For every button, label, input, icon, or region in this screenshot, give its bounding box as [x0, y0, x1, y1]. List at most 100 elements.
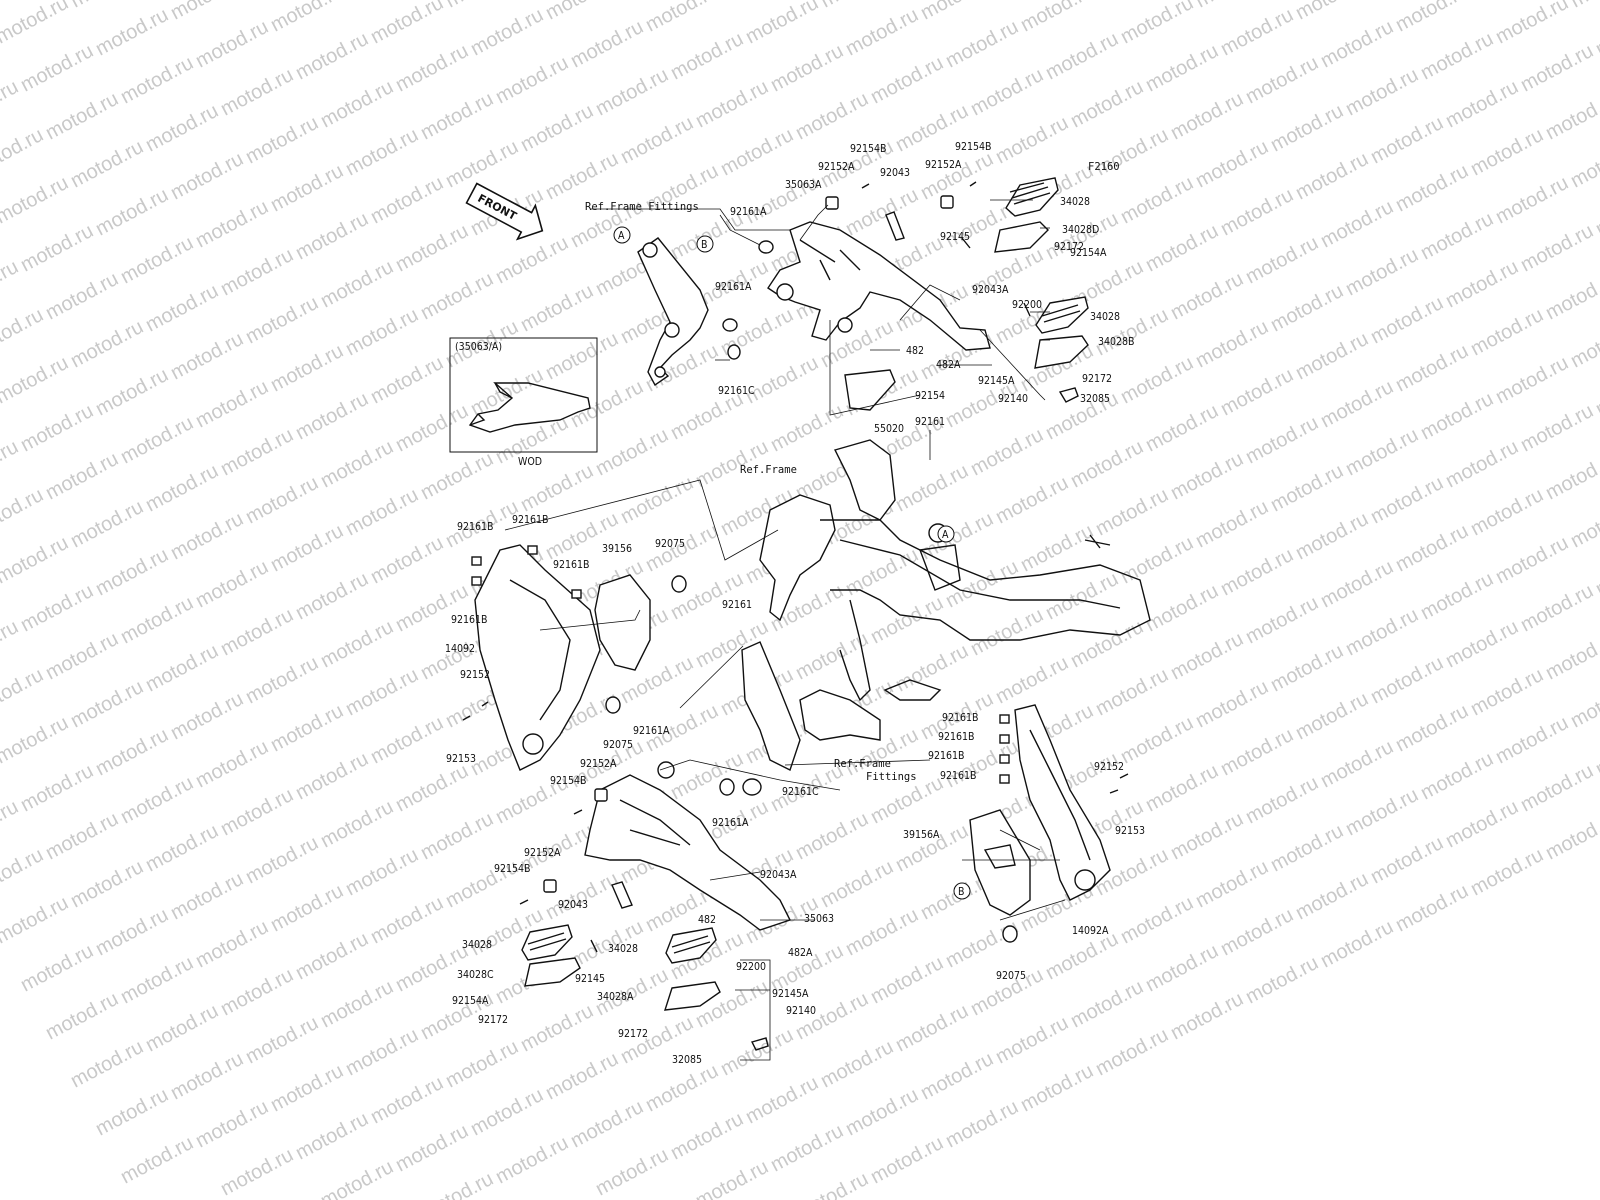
watermark-text: motod.ru — [267, 0, 347, 36]
watermark-text: motod.ru — [1117, 172, 1197, 228]
watermark-text: motod.ru — [67, 316, 147, 372]
watermark-text: motod.ru — [417, 88, 497, 144]
watermark-text: motod.ru — [517, 460, 597, 516]
watermark-text: motod.ru — [1042, 568, 1122, 624]
watermark-text: motod.ru — [917, 1048, 997, 1104]
watermark-text: motod.ru — [1292, 508, 1372, 564]
part-label: 92152A — [524, 847, 561, 859]
watermark-text: motod.ru — [267, 700, 347, 756]
watermark-text: motod.ru — [92, 544, 172, 600]
watermark-text: motod.ru — [792, 1168, 872, 1200]
watermark-text: motod.ru — [117, 52, 197, 108]
watermark-text: motod.ru — [117, 232, 197, 288]
watermark-text: motod.ru — [392, 1120, 472, 1176]
watermark-text: motod.ru — [1017, 1060, 1097, 1116]
watermark-text: motod.ru — [67, 136, 147, 192]
watermark-text: motod.ru — [1292, 148, 1372, 204]
part-label: 92172 — [478, 1014, 508, 1026]
part-label: 39156 — [602, 543, 632, 555]
watermark-text: motod.ru — [1067, 436, 1147, 492]
watermark-text: motod.ru — [517, 1000, 597, 1056]
watermark-text: motod.ru — [992, 652, 1072, 708]
inset-caption: WOD — [518, 456, 542, 468]
watermark-text: motod.ru — [1592, 364, 1600, 420]
watermark-text: motod.ru — [842, 4, 922, 60]
watermark-text: motod.ru — [1442, 76, 1522, 132]
watermark-text: motod.ru — [117, 412, 197, 468]
watermark-text: motod.ru — [567, 1096, 647, 1152]
watermark-text: motod.ru — [1292, 0, 1372, 24]
watermark-text: motod.ru — [1217, 184, 1297, 240]
part-label: 92154 — [915, 390, 945, 402]
watermark-text: motod.ru — [492, 1132, 572, 1188]
watermark-text: motod.ru — [717, 1024, 797, 1080]
watermark-text: motod.ru — [0, 436, 22, 492]
part-label: 92161B — [928, 750, 965, 762]
svg-text:B: B — [701, 239, 707, 251]
part-label: 92152A — [580, 758, 617, 770]
part-label: 92145 — [575, 973, 605, 985]
watermark-text: motod.ru — [42, 628, 122, 684]
watermark-text: motod.ru — [342, 484, 422, 540]
watermark-text: motod.ru — [417, 448, 497, 504]
part-labels: 92154B 92154B 92152A 92043 92152A 35063A… — [445, 141, 1145, 1066]
part-label: 92043 — [880, 167, 910, 179]
watermark-text: motod.ru — [1242, 772, 1322, 828]
watermark-text: motod.ru — [1167, 808, 1247, 864]
watermark-text: motod.ru — [1267, 820, 1347, 876]
watermark-text: motod.ru — [1542, 628, 1600, 684]
part-label: 92172 — [1082, 373, 1112, 385]
watermark-text: motod.ru — [1092, 484, 1172, 540]
watermark-text: motod.ru — [617, 112, 697, 168]
watermark-text: motod.ru — [1367, 832, 1447, 888]
watermark-text: motod.ru — [517, 100, 597, 156]
watermark-text: motod.ru — [1192, 676, 1272, 732]
watermark-text: motod.ru — [1567, 0, 1600, 12]
watermark-text: motod.ru — [42, 268, 122, 324]
watermark-text: motod.ru — [1217, 364, 1297, 420]
watermark-text: motod.ru — [942, 16, 1022, 72]
watermark-text: motod.ru — [167, 508, 247, 564]
watermark-text: motod.ru — [1317, 916, 1397, 972]
watermark-text: motod.ru — [667, 748, 747, 804]
watermark-text: motod.ru — [17, 220, 97, 276]
watermark-text: motod.ru — [817, 856, 897, 912]
watermark-text: motod.ru — [742, 352, 822, 408]
watermark-text: motod.ru — [392, 400, 472, 456]
watermark-text: motod.ru — [192, 736, 272, 792]
watermark-text: motod.ru — [567, 16, 647, 72]
watermark-text: motod.ru — [592, 424, 672, 480]
watermark-text: motod.ru — [317, 796, 397, 852]
watermark-text: motod.ru — [842, 184, 922, 240]
watermark-text: motod.ru — [1342, 784, 1422, 840]
watermark-text: motod.ru — [1492, 0, 1572, 48]
watermark-text: motod.ru — [992, 1012, 1072, 1068]
watermark-text: motod.ru — [317, 256, 397, 312]
part-label: 35063A — [785, 179, 822, 191]
watermark-text: motod.ru — [1192, 316, 1272, 372]
part-label: 35063 — [804, 913, 834, 925]
watermark-text: motod.ru — [1242, 592, 1322, 648]
watermark-text: motod.ru — [367, 0, 447, 48]
part-label: 92161B — [451, 614, 488, 626]
watermark-text: motod.ru — [667, 1108, 747, 1164]
watermark-text: motod.ru — [1542, 88, 1600, 144]
watermark-text: motod.ru — [442, 136, 522, 192]
watermark-text: motod.ru — [217, 244, 297, 300]
watermark-text: motod.ru — [317, 76, 397, 132]
watermark-text: motod.ru — [1592, 724, 1600, 780]
watermark-text: motod.ru — [0, 304, 47, 360]
watermark-text: motod.ru — [1167, 448, 1247, 504]
watermark-text: motod.ru — [0, 796, 22, 852]
watermark-text: motod.ru — [92, 1084, 172, 1140]
ref-frame-fittings-top: Ref.Frame Fittings — [585, 201, 699, 213]
watermark-text: motod.ru — [1192, 136, 1272, 192]
watermark-text: motod.ru — [1117, 352, 1197, 408]
watermark-text: motod.ru — [117, 772, 197, 828]
watermark-text: motod.ru — [1317, 556, 1397, 612]
watermark-text: motod.ru — [1442, 256, 1522, 312]
watermark-text: motod.ru — [67, 496, 147, 552]
watermark-text: motod.ru — [1517, 220, 1597, 276]
part-label: 92152 — [460, 669, 490, 681]
watermark-text: motod.ru — [417, 1168, 497, 1200]
